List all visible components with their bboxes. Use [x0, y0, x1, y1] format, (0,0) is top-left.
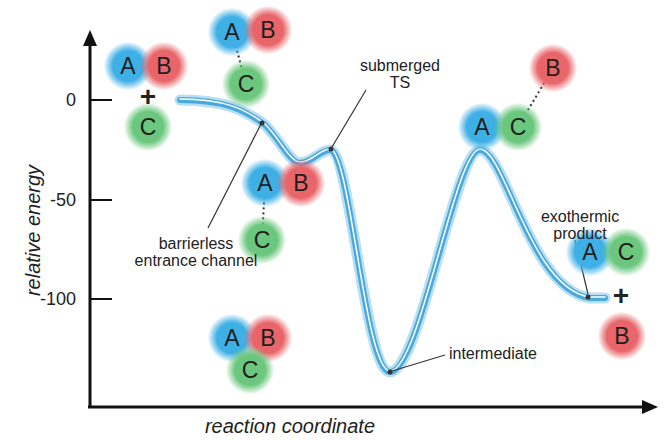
atom-label: B: [156, 55, 171, 78]
atom-circle: B: [529, 44, 577, 92]
atom-label: A: [224, 327, 239, 350]
leader-line: [332, 90, 366, 147]
leader-dot: [329, 147, 334, 152]
atom-circle: B: [244, 6, 292, 54]
tick-label: -50: [50, 191, 76, 210]
energy-curve-highlight: [180, 99, 605, 371]
atom-circle: B: [277, 159, 325, 207]
atom-label: A: [120, 55, 135, 78]
atom-label: A: [474, 116, 489, 139]
callout-label: intermediate: [449, 346, 537, 363]
axis-title: relative energy: [24, 164, 45, 295]
atom-label: A: [582, 241, 597, 264]
y-axis: [89, 40, 92, 408]
atom-label: C: [254, 229, 271, 252]
atom-label: B: [293, 172, 308, 195]
atom-label: A: [257, 172, 272, 195]
atom-circle: B: [598, 312, 646, 360]
leader-dot: [586, 295, 591, 300]
tick-label: -100: [40, 290, 76, 309]
atom-label: C: [238, 73, 255, 96]
y-axis-head: [83, 30, 97, 46]
callout-label: submerged TS: [355, 58, 445, 92]
leader-dot: [260, 121, 265, 126]
callout-label: barrierless entrance channel: [131, 236, 261, 270]
atom-label: C: [140, 116, 157, 139]
energy-curve: [180, 100, 605, 372]
plus-sign: +: [140, 82, 156, 111]
tick: [90, 199, 112, 201]
atom-label: B: [545, 57, 560, 80]
energy-curve-glow: [180, 100, 605, 372]
callout-label: exothermic product: [533, 209, 628, 243]
tick: [90, 298, 112, 300]
tick-label: 0: [66, 91, 76, 110]
atom-label: C: [618, 241, 635, 264]
x-axis: [88, 406, 648, 409]
atom-label: A: [224, 21, 239, 44]
plus-sign: +: [613, 281, 629, 310]
atom-label: C: [242, 359, 259, 382]
atom-circle: C: [226, 346, 274, 394]
tick: [90, 99, 112, 101]
x-axis-head: [642, 400, 658, 414]
leader-dot: [388, 370, 393, 375]
atom-circle: C: [602, 228, 650, 276]
atom-label: B: [260, 327, 275, 350]
atom-label: C: [510, 116, 527, 139]
atom-label: B: [260, 19, 275, 42]
leader-line: [392, 355, 445, 371]
atom-circle: C: [494, 103, 542, 151]
axis-title: reaction coordinate: [205, 416, 375, 437]
atom-label: B: [614, 325, 629, 348]
atom-circle: C: [222, 60, 270, 108]
